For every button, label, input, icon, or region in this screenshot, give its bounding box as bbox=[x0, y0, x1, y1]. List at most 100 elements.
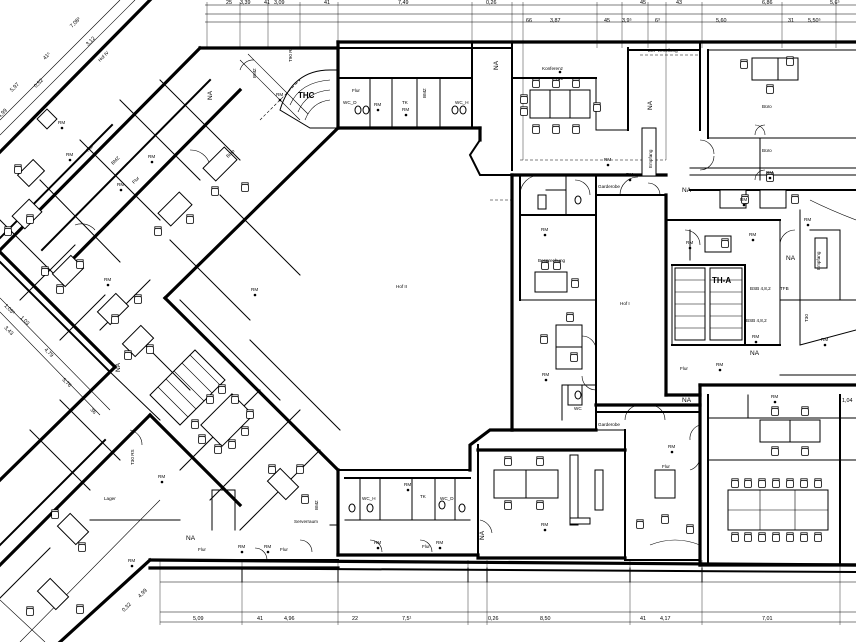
room-label-flur-2: Flur bbox=[131, 175, 140, 184]
dim-bottom-6: 8,50 bbox=[540, 616, 551, 622]
dim-left-0: 7,08³ bbox=[69, 16, 82, 29]
room-label-buero-left: Büro bbox=[225, 148, 236, 159]
na-label-6: NA bbox=[647, 100, 654, 110]
meeting-tables-bottom-center bbox=[493, 454, 604, 526]
room-label-buero-top: Büro bbox=[762, 104, 772, 109]
na-label-10: NA bbox=[207, 90, 214, 100]
room-label-garderobe-mid: Garderobe bbox=[598, 422, 620, 427]
rm-label: RM bbox=[766, 170, 773, 175]
room-label-wc-d-top: WC_D bbox=[343, 100, 357, 105]
room-label-konferenz: Konferenz bbox=[542, 66, 564, 71]
dim-top-18: 5,6⁵ bbox=[830, 0, 840, 6]
stair-th-a bbox=[674, 267, 743, 341]
dim-top-14: 5,60 bbox=[716, 18, 727, 24]
rm-label: RM bbox=[402, 107, 409, 112]
dim-left-9: 4,79 bbox=[43, 347, 55, 359]
na-label-1: NA bbox=[682, 187, 692, 194]
na-label-2: NA bbox=[750, 350, 760, 357]
office-desks-left-wing bbox=[4, 108, 309, 616]
room-label-flur-6: Flur bbox=[280, 547, 288, 552]
bmz-label-wing: BMZ bbox=[110, 155, 121, 166]
na-label-9: NA bbox=[115, 362, 122, 372]
rm-label: RM bbox=[374, 102, 381, 107]
room-label-flur-1: Flur bbox=[352, 88, 360, 93]
dim-left-4: 0,52 bbox=[33, 78, 45, 90]
na-label-7: NA bbox=[479, 530, 486, 540]
conference-table-top bbox=[520, 78, 601, 134]
rm-label: RM bbox=[542, 372, 549, 377]
rm-label: RM bbox=[436, 540, 443, 545]
rm-label: RM bbox=[158, 474, 165, 479]
smoke-detectors: RM RM RM RM RM RM RM RM RM RM RM RM RM R… bbox=[58, 70, 828, 568]
dim-top-5: 7,49 bbox=[398, 0, 409, 6]
rm-label: RM bbox=[556, 76, 563, 81]
stair-left bbox=[149, 349, 226, 426]
rm-label: RM bbox=[251, 287, 258, 292]
rm-label: RM bbox=[128, 558, 135, 563]
rm-label: RM bbox=[276, 92, 283, 97]
room-label-tk-top: TK bbox=[402, 100, 409, 105]
walls-bottom bbox=[211, 468, 480, 557]
courtyard-label-hof-ii: Hof II bbox=[396, 284, 407, 289]
dim-top-16: 5,50⁵ bbox=[808, 18, 821, 24]
dim-top-1: 3,39 bbox=[240, 0, 251, 6]
dim-top-17: 6,86 bbox=[762, 0, 773, 6]
dim-top-11: 45 bbox=[640, 0, 646, 6]
room-label-buero-right: Büro bbox=[762, 148, 772, 153]
sanitary-fixtures bbox=[348, 105, 582, 513]
elt-label: ELT Verteilung bbox=[648, 48, 678, 53]
rm-label: RM bbox=[740, 197, 747, 202]
room-label-wc-mid: WC bbox=[574, 406, 582, 411]
dim-left-3: 5,97 bbox=[9, 82, 21, 94]
bmz-label-top: BMZ bbox=[422, 88, 427, 98]
bmz-label-left: BMZ bbox=[252, 68, 257, 78]
dim-left-1: 41⁵ bbox=[42, 51, 52, 61]
bmz-label-bottom: BMZ bbox=[314, 500, 319, 510]
rm-label: RM bbox=[668, 444, 675, 449]
labels: Hof II Hof I Hof IV Konferenz Besprechun… bbox=[85, 46, 821, 552]
fire-door-label-t30: T30 bbox=[804, 314, 809, 322]
dim-top-12: 6³ bbox=[655, 18, 660, 24]
rm-label: RM bbox=[771, 394, 778, 399]
stair-label-th-a: TH-A bbox=[712, 276, 731, 285]
round-table-left bbox=[191, 384, 254, 454]
fire-door-label-tr30: T30 RS bbox=[130, 449, 135, 465]
dim-top-9: 45 bbox=[604, 18, 610, 24]
dim-bottom-2: 4,96 bbox=[284, 616, 295, 622]
dim-bottom-9: 7,01 bbox=[762, 616, 773, 622]
dim-left-2: 3,12 bbox=[85, 36, 97, 48]
rm-label: RM bbox=[404, 482, 411, 487]
dim-top-3: 3,09 bbox=[274, 0, 285, 6]
rm-label: RM bbox=[686, 240, 693, 245]
stair-label-thc: THC bbox=[298, 91, 315, 100]
dim-top-6: 0,26 bbox=[486, 0, 497, 6]
dim-left-7: 1,03 bbox=[19, 315, 31, 327]
dim-bottom-4: 7,5¹ bbox=[402, 616, 411, 622]
courtyard-label-hof-i: Hof I bbox=[620, 301, 630, 306]
dim-left-5: 4,99 bbox=[0, 108, 9, 120]
room-label-serverraum: Serverraum bbox=[294, 519, 318, 524]
besprechung-table bbox=[534, 260, 579, 293]
na-label-4: NA bbox=[186, 535, 196, 542]
dim-right-0: 1,04 bbox=[842, 398, 853, 404]
rm-label: RM bbox=[104, 277, 111, 282]
rm-label: RM bbox=[716, 362, 723, 367]
dim-left-8: 3,43 bbox=[3, 325, 15, 337]
dim-bottom-0: 5,09 bbox=[193, 616, 204, 622]
room-label-flur-3: Flur bbox=[680, 366, 688, 371]
room-label-wc-d-bottom: WC_D bbox=[440, 496, 454, 501]
rm-label: RM bbox=[66, 152, 73, 157]
desks-right-top bbox=[759, 406, 821, 456]
dim-top-7: 66 bbox=[526, 18, 532, 24]
dim-top-8: 3,87 bbox=[550, 18, 561, 24]
rm-label: RM bbox=[821, 337, 828, 342]
dim-bottom-8: 4,17 bbox=[660, 616, 671, 622]
dim-top-15: 31 bbox=[788, 18, 794, 24]
fire-door-label-tr90: T90 RS bbox=[288, 46, 293, 62]
rm-label: RM bbox=[626, 172, 633, 177]
dim-top-10: 3,9⁵ bbox=[622, 18, 632, 24]
reception-label: Empfang bbox=[816, 251, 821, 270]
rm-label: RM bbox=[804, 217, 811, 222]
room-label-garderobe-top: Garderobe bbox=[598, 184, 620, 189]
